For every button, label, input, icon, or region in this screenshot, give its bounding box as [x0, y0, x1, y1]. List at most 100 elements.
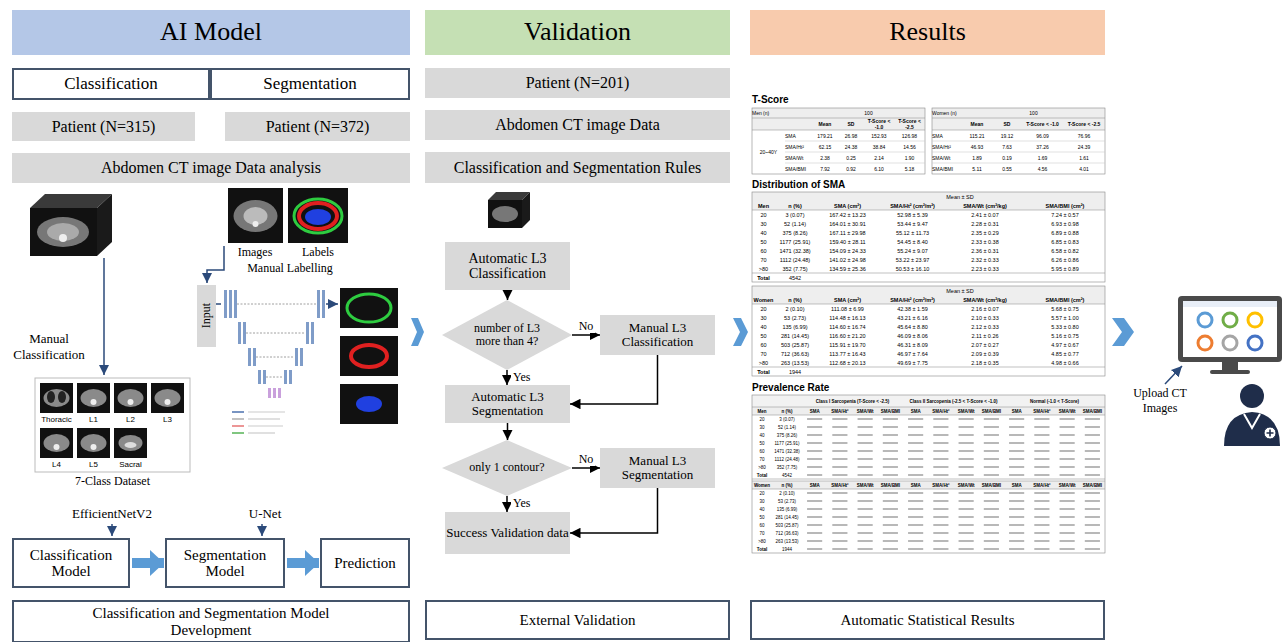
table-grid-part: [1060, 450, 1075, 451]
table-grid-part: [1009, 418, 1024, 419]
flow-arrow: [132, 558, 164, 568]
table-cell: 20: [752, 415, 772, 423]
table-cell: 134.59 ± 25.36: [815, 264, 880, 273]
doctor-icon: [1224, 384, 1280, 446]
table-grid-part: [1034, 434, 1049, 435]
table-cell: 4.98 ± 0.66: [1025, 358, 1105, 367]
unet-schematic-part: [317, 290, 320, 318]
unet-schematic-part-part: [248, 432, 275, 433]
segmentation-output-part: [347, 294, 391, 322]
table-cell: 2 (0.10): [775, 304, 815, 313]
unet-schematic-part: [284, 370, 287, 384]
table-cell: 712 (36.63): [775, 349, 815, 358]
box-label: Patient (N=372): [266, 118, 370, 136]
table-grid-part: [1085, 508, 1100, 509]
thumbnail-label: L3: [149, 414, 186, 424]
column-arrow-part: [733, 318, 748, 346]
table-cell: T-Score < -2.5: [894, 118, 925, 130]
class-dataset-panel-part: [125, 442, 137, 448]
table-grid-part: [984, 492, 999, 493]
connector: [570, 488, 658, 533]
table-cell: Women: [752, 295, 775, 304]
table-cell: 40: [752, 322, 775, 331]
table-grid-part: [1034, 466, 1049, 467]
ct-volume-icon-part: [97, 194, 112, 256]
data-box: Patient (N=201): [425, 68, 730, 98]
table-grid-part: [858, 442, 873, 443]
table-grid-part: [752, 192, 1105, 282]
table-cell: 50: [752, 237, 775, 246]
table-grid-part: [1034, 500, 1049, 501]
table-cell: SMA: [802, 407, 827, 415]
annotation-label: Images: [222, 245, 288, 259]
table-grid-part: [752, 407, 1105, 408]
table-cell: 24.38: [838, 141, 864, 152]
table-grid-part: [752, 489, 1105, 490]
unet-schematic-part: [238, 322, 241, 344]
unet-schematic-part: [248, 348, 251, 366]
table-grid-part: [807, 442, 822, 443]
leader-arrow-part: [216, 303, 221, 305]
table-grid-part: [984, 524, 999, 525]
box-label: Segmentation Model: [167, 547, 283, 580]
unet-schematic-part-part: [248, 418, 280, 419]
table-grid-part: [1085, 516, 1100, 517]
table-grid-part: [1009, 434, 1024, 435]
class-dataset-panel-part: [91, 444, 97, 450]
table-grid-part: [1034, 532, 1049, 533]
table-grid-part: [959, 450, 974, 451]
table-cell: 62.15: [812, 141, 838, 152]
table-grid-part: [933, 426, 948, 427]
table-grid-part: [1009, 540, 1024, 541]
table-grid-part: [1085, 492, 1100, 493]
table-cell: Class I Sarcopenia (T-Score < -2.5): [802, 396, 903, 407]
table-cell: 42.38 ± 1.59: [880, 304, 945, 313]
ct-image-pair-part: [234, 200, 278, 232]
table-grid-part: [1085, 532, 1100, 533]
table-cell: 46.09 ± 8.06: [880, 331, 945, 340]
thumbnail-label: L2: [112, 414, 149, 424]
table-cell: T-Score < -1.0: [1022, 118, 1063, 130]
table-grid-part: [832, 492, 847, 493]
connector: [572, 334, 600, 336]
diamond-fill: [442, 440, 572, 496]
table-cell: 20~40Y: [752, 130, 785, 174]
table-cell: 1944: [772, 545, 802, 553]
table-cell: 60: [752, 246, 775, 255]
table-cell: Men (n): [752, 108, 785, 118]
table-cell: Total: [752, 367, 775, 376]
class-dataset-panel-part: [44, 434, 70, 452]
box-label: Abdomen CT image Data: [495, 116, 660, 134]
connector: [506, 496, 508, 512]
table-grid-part: [752, 108, 925, 174]
table-grid-part: [807, 434, 822, 435]
unet-schematic-part: [234, 290, 237, 318]
table-title: Prevalence Rate: [752, 380, 952, 394]
table-grid-part: [858, 450, 873, 451]
table-grid-part: [752, 407, 1105, 415]
thumbnail-label: Sacral: [112, 459, 149, 469]
table-cell: 7.63: [992, 141, 1022, 152]
table-grid-part: [933, 548, 948, 549]
process-box: Automatic Statistical Results: [750, 600, 1105, 640]
table-grid-part: [858, 418, 873, 419]
table-grid-part: [1085, 500, 1100, 501]
table-cell: 2.07 ± 0.27: [945, 340, 1025, 349]
computer-monitor-part-part: [1248, 313, 1262, 327]
thumbnail-label: L4: [38, 459, 75, 469]
data-box: Abdomen CT image Data analysis: [12, 153, 410, 183]
table-grid-part: [908, 508, 923, 509]
table-grid-part: [858, 426, 873, 427]
data-box: Patient (N=372): [225, 112, 410, 141]
table-cell: 0.25: [838, 152, 864, 163]
table-cell: 6.26 ± 0.86: [1025, 255, 1105, 264]
table-cell: 30: [752, 219, 775, 228]
table-grid-part: [807, 418, 822, 419]
table-grid-part: [1034, 524, 1049, 525]
data-box: Manual L3 Segmentation: [600, 448, 715, 488]
table-grid-part: [832, 508, 847, 509]
column-arrow-part: [411, 318, 424, 346]
table-grid-part: [959, 442, 974, 443]
table-grid-part: [1009, 548, 1024, 549]
